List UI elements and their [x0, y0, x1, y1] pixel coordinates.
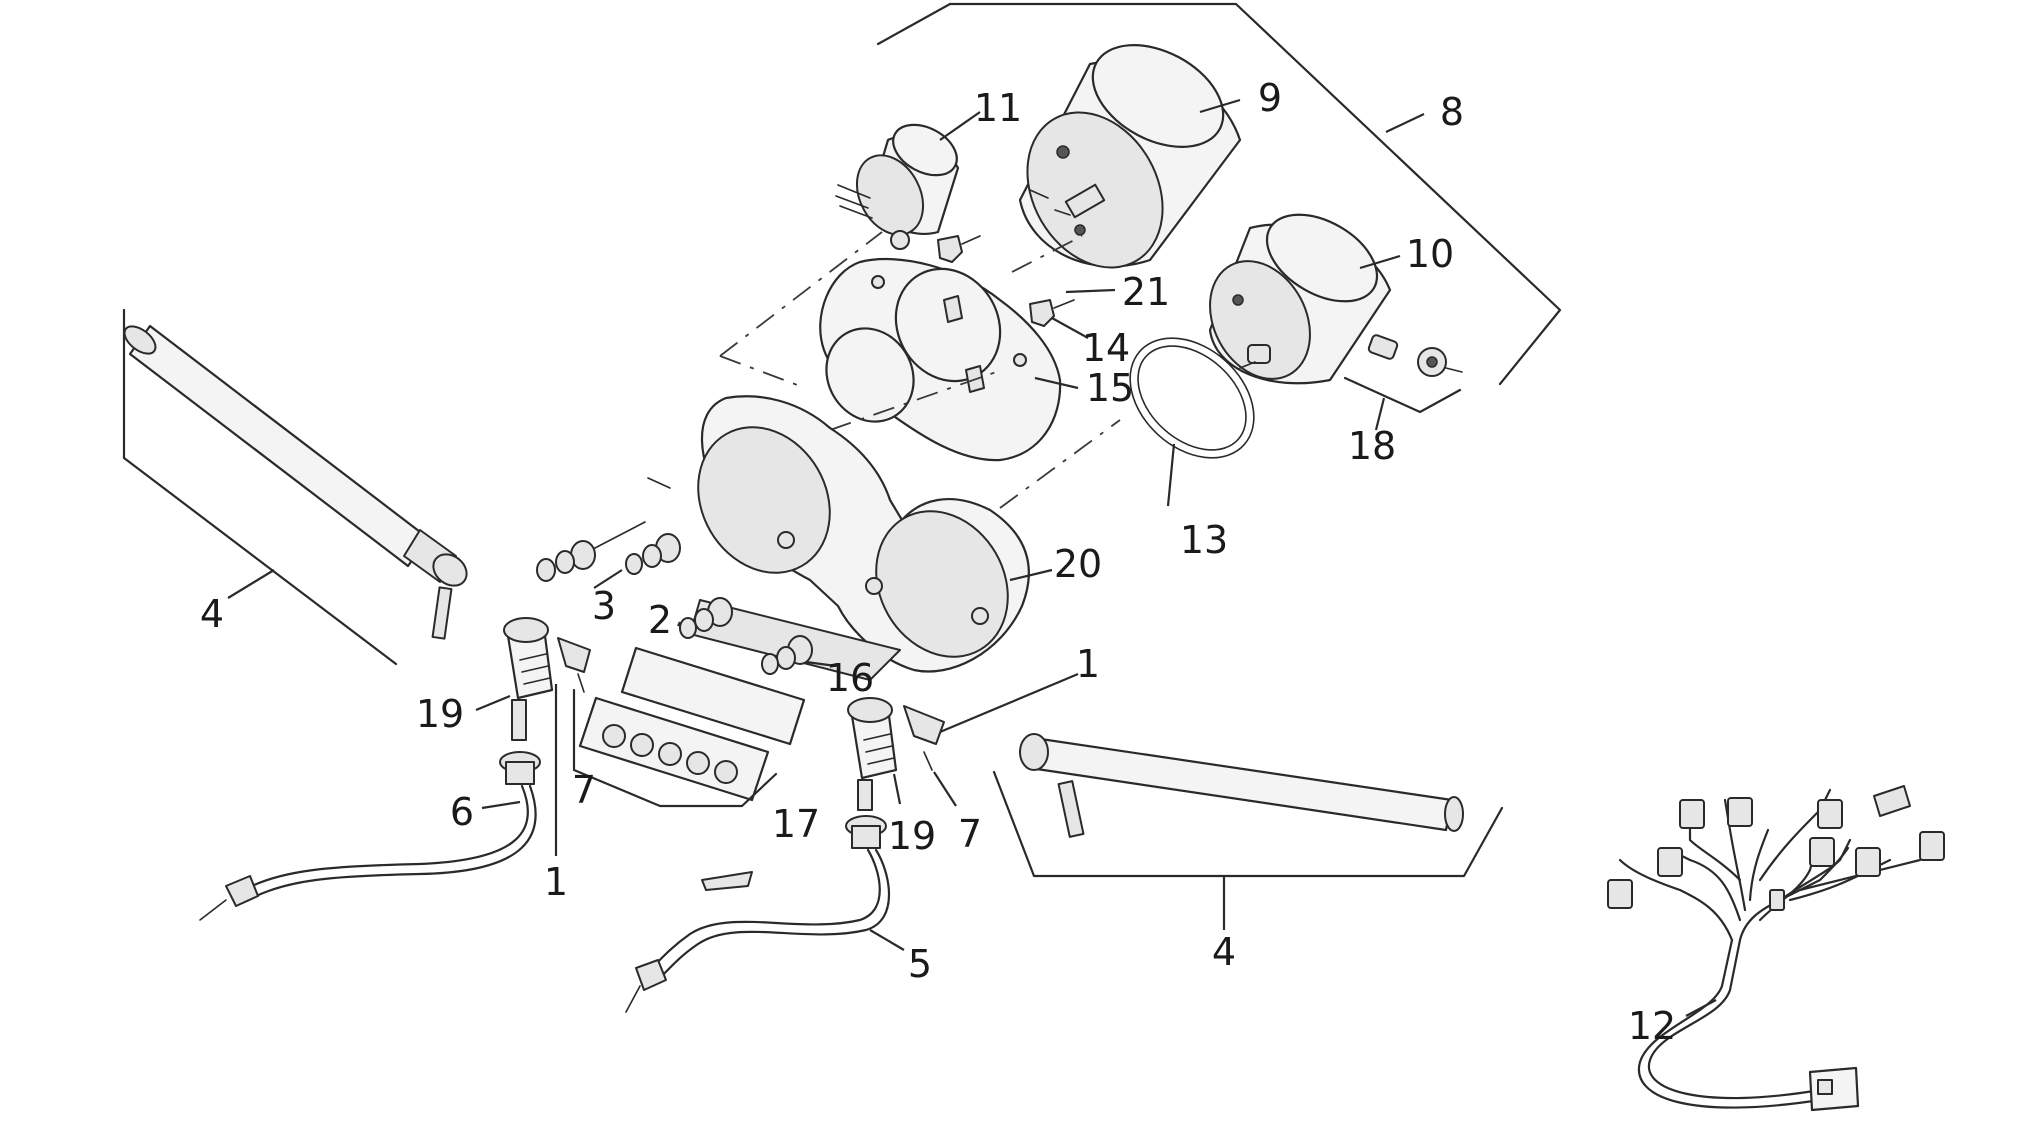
part-12-wiring-harness	[1607, 785, 1945, 1112]
part-11-small-gauge	[835, 111, 981, 250]
part-13-gasket	[1129, 337, 1255, 507]
centerlines	[719, 231, 1121, 509]
part-10-tachometer	[1208, 213, 1463, 385]
part-4-right-handlebar	[992, 733, 1504, 930]
part-4-left-handlebar	[122, 308, 468, 666]
part-15-cover-plate	[819, 258, 1079, 462]
part-6-left-cable	[199, 684, 558, 921]
part-9-speedometer	[1018, 44, 1242, 269]
bracket-8	[876, 2, 1562, 386]
part-19-left-fitting	[475, 617, 591, 712]
bracket-18	[1343, 376, 1462, 414]
part-5-right-cable	[625, 779, 905, 1013]
part-17-indicator-housing	[572, 646, 806, 808]
part-20-instrument-housing	[647, 395, 1053, 681]
part-14-bulb-sockets	[937, 235, 1116, 339]
part-19-right-fitting	[847, 672, 1079, 807]
parts-2-3-16-grommets	[536, 521, 837, 675]
